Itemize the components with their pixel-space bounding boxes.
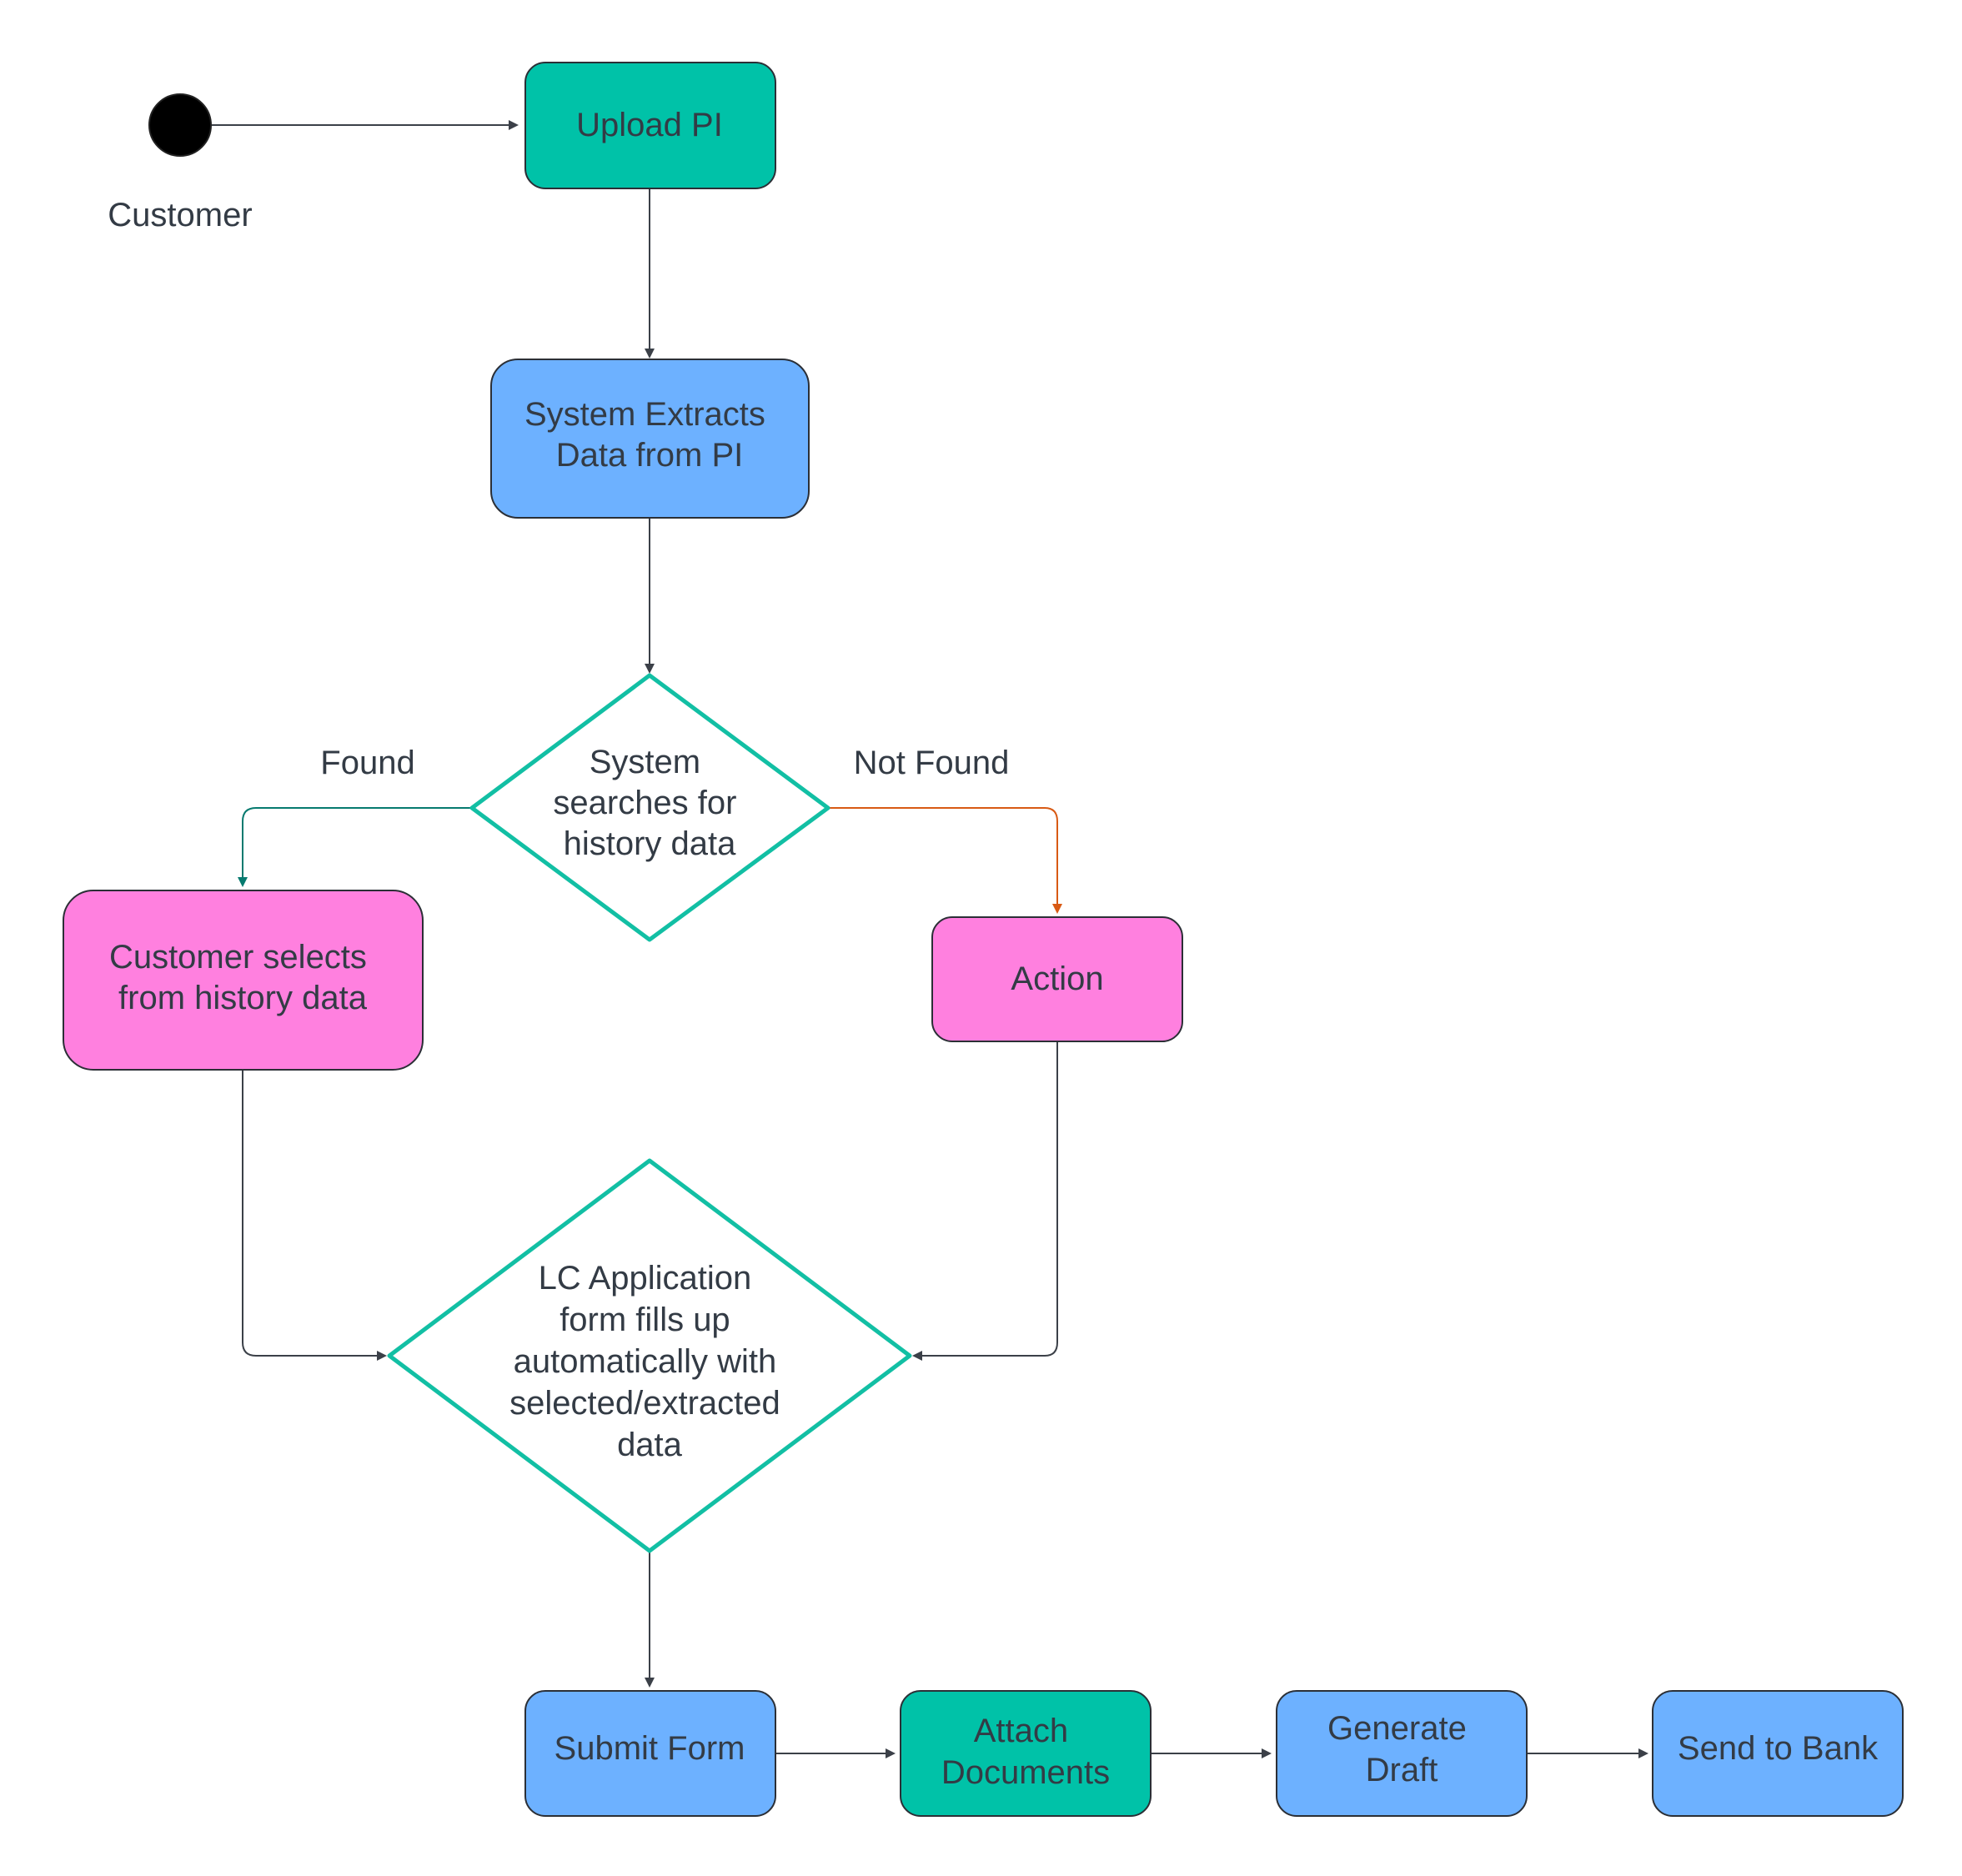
decision-history-search: System searches for history data xyxy=(469,673,830,942)
node-generate-draft-line: Draft xyxy=(1366,1752,1438,1788)
node-generate-draft-label: Generate Draft xyxy=(1327,1710,1476,1788)
decision-lc-autofill-line: data xyxy=(617,1427,683,1463)
node-attach-documents-line: Documents xyxy=(941,1754,1110,1791)
edge-label-not-found: Not Found xyxy=(854,745,1010,781)
node-customer-selects-label: Customer selects from history data xyxy=(109,939,376,1016)
start-label: Customer xyxy=(108,197,252,233)
node-action: Action xyxy=(931,916,1183,1042)
node-generate-draft-line: Generate xyxy=(1327,1710,1467,1747)
edge-label-found: Found xyxy=(320,745,414,781)
node-send-to-bank: Send to Bank xyxy=(1652,1690,1904,1817)
edge-select-to-autofill xyxy=(242,1070,387,1361)
decision-history-search-line: history data xyxy=(564,825,737,862)
decision-lc-autofill-line: form fills up xyxy=(559,1302,730,1338)
node-upload-pi-label: Upload PI xyxy=(576,107,723,143)
node-submit-form-label: Submit Form xyxy=(554,1730,745,1767)
decision-history-search-line: searches for xyxy=(553,785,736,821)
node-generate-draft: Generate Draft xyxy=(1276,1690,1528,1817)
decision-lc-autofill-label: LC Application form fills up automatical… xyxy=(509,1260,790,1463)
node-customer-selects-line: Customer selects xyxy=(109,939,367,976)
node-attach-documents-line: Attach xyxy=(974,1713,1068,1749)
start-node: Customer xyxy=(108,93,253,233)
decision-history-search-label: System searches for history data xyxy=(553,744,745,862)
edge-found xyxy=(238,807,472,887)
node-system-extracts-line: System Extracts xyxy=(524,396,765,433)
decision-lc-autofill-line: LC Application xyxy=(539,1260,752,1297)
edges xyxy=(212,120,1648,1758)
node-action-label: Action xyxy=(1011,961,1103,997)
node-send-to-bank-label: Send to Bank xyxy=(1678,1730,1879,1767)
node-system-extracts-line: Data from PI xyxy=(556,437,744,474)
node-upload-pi: Upload PI xyxy=(524,62,776,189)
edge-action-to-autofill xyxy=(912,1041,1058,1361)
node-attach-documents-label: Attach Documents xyxy=(941,1713,1110,1791)
decision-lc-autofill-line: selected/extracted xyxy=(509,1385,780,1422)
start-circle xyxy=(148,93,212,157)
node-customer-selects-line: from history data xyxy=(118,980,368,1016)
node-submit-form: Submit Form xyxy=(524,1690,776,1817)
decision-lc-autofill-line: automatically with xyxy=(514,1343,777,1380)
decision-lc-autofill: LC Application form fills up automatical… xyxy=(387,1158,912,1553)
decision-history-search-line: System xyxy=(590,744,700,780)
edge-not-found xyxy=(828,807,1062,914)
node-customer-selects: Customer selects from history data xyxy=(63,890,424,1071)
node-system-extracts-label: System Extracts Data from PI xyxy=(524,396,775,474)
node-attach-documents: Attach Documents xyxy=(900,1690,1152,1817)
node-system-extracts: System Extracts Data from PI xyxy=(490,359,810,519)
